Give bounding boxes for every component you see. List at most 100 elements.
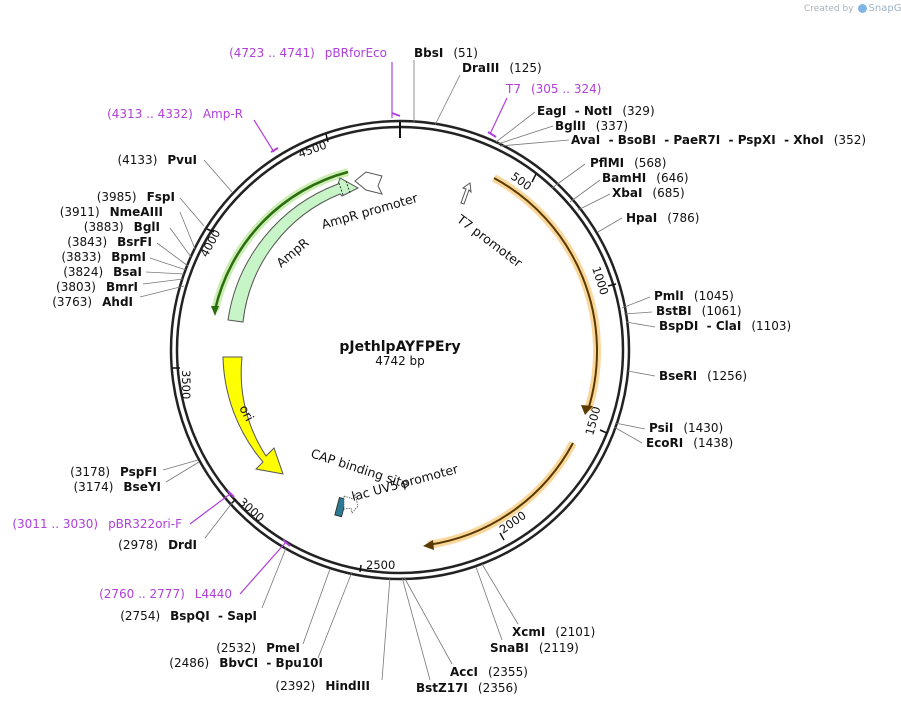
primer-t7: T7(305 .. 324) [505, 82, 601, 96]
leader-line-xcmi [481, 563, 519, 625]
site-ahdi: (3763)AhdI [52, 295, 133, 309]
site-bstbi: BstBI(1061) [656, 304, 742, 318]
site-draiii: DraIII(125) [462, 61, 542, 75]
site-bsai: (3824)BsaI [63, 265, 142, 279]
snapgene-credit: Created by SnapGene [804, 3, 901, 14]
leader-line-acci [403, 576, 453, 665]
leader-line-bsai [145, 271, 185, 275]
primer-markers [189, 62, 508, 595]
site-acci: AccI(2355) [450, 665, 528, 679]
site-eagi-noti: EagI - NotI(329) [537, 104, 655, 118]
green-feature-arrowhead [211, 306, 219, 316]
primer-pbrforeco: (4723 .. 4741)pBRforEco [229, 46, 387, 60]
primer-tick-pbrforeco [391, 112, 401, 117]
leader-line-avai [499, 139, 570, 147]
leader-line-bseyi [165, 461, 200, 483]
orange-feature-arrowhead-1 [581, 405, 593, 415]
leader-line-snabi [475, 566, 503, 641]
site-ecori: EcoRI(1438) [646, 436, 733, 450]
orange-feature-glow-1 [492, 174, 601, 412]
tick-label-2500: 2500 [366, 558, 395, 572]
leader-line-bstz17i [401, 576, 431, 681]
leader-line-pvui [203, 159, 233, 193]
site-bstz17i: BstZ17I(2356) [416, 681, 518, 695]
snapgene-logo-icon [857, 4, 867, 13]
cap-binding-site-box [334, 497, 347, 518]
tick-label-4000: 4000 [197, 227, 223, 259]
leader-lines [139, 60, 656, 681]
orange-feature-arrowhead-2 [423, 540, 434, 550]
ampr-label: AmpR [273, 235, 311, 271]
t7-promoter-label: T7 promoter [453, 211, 525, 271]
site-pmei: (2532)PmeI [216, 641, 300, 655]
leader-line-bspdi [625, 321, 656, 328]
tick-mark-2000 [499, 532, 505, 541]
leader-line-bsrfi [156, 242, 189, 267]
leader-line-bamhi [569, 179, 601, 203]
plasmid-size: 4742 bp [375, 354, 425, 368]
ampr-feature-arrow [227, 177, 360, 323]
site-bgli: (3883)BglI [84, 220, 160, 234]
site-bsrfi: (3843)BsrFI [67, 235, 152, 249]
tick-mark-2500 [359, 564, 362, 573]
leader-line-eagi [495, 111, 536, 143]
primer-leader-t7 [489, 97, 508, 135]
leader-line-xbai [577, 193, 611, 211]
site-xcmi: XcmI(2101) [512, 625, 595, 639]
lac-uv5-promoter-arrow [343, 492, 359, 514]
primer-tick-t7 [487, 131, 497, 138]
ampr-promoter-arrow [354, 171, 383, 195]
tick-mark-4000 [206, 228, 215, 233]
primer-leader-ampr [253, 119, 275, 153]
site-bspdi-clai: BspDI - ClaI(1103) [659, 319, 791, 333]
site-pspfi: (3178)PspFI [70, 465, 157, 479]
leader-line-bspqi [261, 547, 287, 609]
leader-line-hpai [597, 217, 623, 233]
ampr-hatch-2 [345, 180, 351, 194]
leader-line-bpmi [149, 257, 187, 271]
leader-line-bseri [627, 370, 656, 377]
primer-tick-pbr322ori [227, 490, 235, 498]
tick-label-4500: 4500 [296, 138, 328, 161]
tick-mark-4500 [325, 133, 329, 143]
site-bamhi: BamHI(646) [602, 171, 689, 185]
site-psii: PsiI(1430) [649, 421, 723, 435]
tick-marks [172, 133, 617, 573]
backbone-outer-ring [169, 119, 631, 581]
leader-line-nmeaiii [179, 211, 196, 250]
site-pvui: (4133)PvuI [117, 153, 197, 167]
tick-label-3000: 3000 [236, 495, 267, 525]
site-bseyi: (3174)BseYI [74, 480, 162, 494]
leader-line-pspfi [162, 459, 199, 471]
site-bseri: BseRI(1256) [659, 369, 747, 383]
leader-line-ahdi [139, 285, 185, 298]
leader-line-draiii [434, 74, 461, 126]
primer-tick-l4440 [282, 539, 291, 547]
leader-line-bmri [142, 278, 184, 285]
plasmid-name: pJethlpAYFPEry [339, 339, 460, 355]
green-feature-arc [213, 170, 349, 311]
site-drdi: (2978)DrdI [118, 538, 197, 552]
primer-leader-l4440 [239, 541, 287, 595]
site-bglii: BglII(337) [555, 119, 628, 133]
leader-line-pmli [621, 296, 651, 309]
ori-label: ori [236, 402, 257, 423]
site-fspi: (3985)FspI [97, 190, 175, 204]
leader-line-bgli [169, 227, 192, 258]
leader-line-pmei [302, 568, 331, 645]
site-avai-group: AvaI - BsoBI - PaeR7I - PspXI - XhoI(352… [571, 133, 866, 147]
tick-mark-1500 [599, 429, 608, 434]
primer-tick-ampr [270, 147, 279, 153]
site-hindiii: (2392)HindIII [275, 679, 370, 693]
tick-label-3500: 3500 [179, 370, 193, 399]
site-hpai: HpaI(786) [626, 211, 699, 225]
ampr-hatch-1 [338, 182, 344, 196]
ori-feature-arrow [222, 356, 284, 475]
primer-amp-r: (4313 .. 4332)Amp-R [107, 107, 243, 121]
leader-line-psii [614, 422, 646, 430]
leader-line-fspi [179, 197, 205, 227]
leader-line-ecori [613, 426, 643, 444]
site-xbai: XbaI(685) [612, 186, 685, 200]
